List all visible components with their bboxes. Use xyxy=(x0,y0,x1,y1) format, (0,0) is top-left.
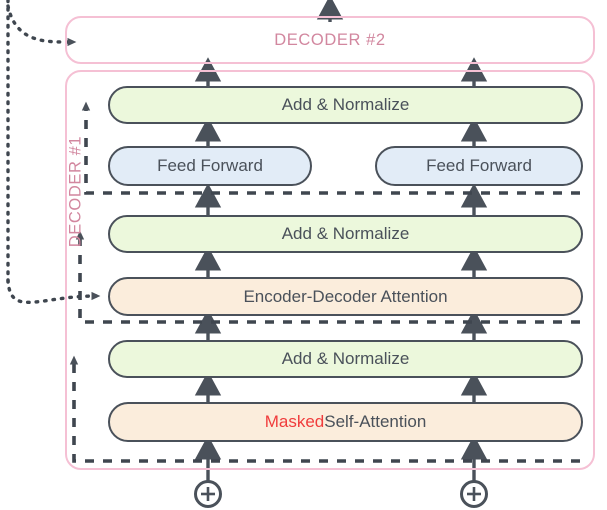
layer-add-normalize-bottom[interactable]: Add & Normalize xyxy=(108,340,583,378)
dotted-encoder-to-decoder2 xyxy=(6,4,77,47)
decoder-2-label: DECODER #2 xyxy=(274,30,386,49)
layer-label: Encoder-Decoder Attention xyxy=(243,286,448,306)
decoder-1-label: DECODER #1 xyxy=(66,135,85,248)
layer-add-normalize-middle[interactable]: Add & Normalize xyxy=(108,215,583,253)
layer-encoder-decoder-attention[interactable]: Encoder-Decoder Attention xyxy=(108,277,583,316)
positional-add-right xyxy=(460,480,488,508)
layer-feed-forward-left[interactable]: Feed Forward xyxy=(108,146,312,186)
layer-label: Add & Normalize xyxy=(281,95,410,114)
layer-label: Add & Normalize xyxy=(281,224,410,243)
decoder-2-container[interactable]: DECODER #2 xyxy=(65,16,595,64)
positional-add-left xyxy=(194,480,222,508)
input-plus-circles xyxy=(194,480,488,508)
layer-label: Add & Normalize xyxy=(281,349,410,368)
layer-add-normalize-top[interactable]: Add & Normalize xyxy=(108,86,583,124)
layer-label: Feed Forward xyxy=(426,156,532,175)
masked-keyword: Masked xyxy=(264,412,325,431)
self-attention-text: Self-Attention xyxy=(324,412,427,431)
layer-masked-self-attention[interactable]: Masked Self-Attention xyxy=(108,402,583,442)
decoder-1-container[interactable] xyxy=(65,70,595,470)
layer-label: Feed Forward xyxy=(157,156,263,175)
layer-feed-forward-right[interactable]: Feed Forward xyxy=(375,146,583,186)
